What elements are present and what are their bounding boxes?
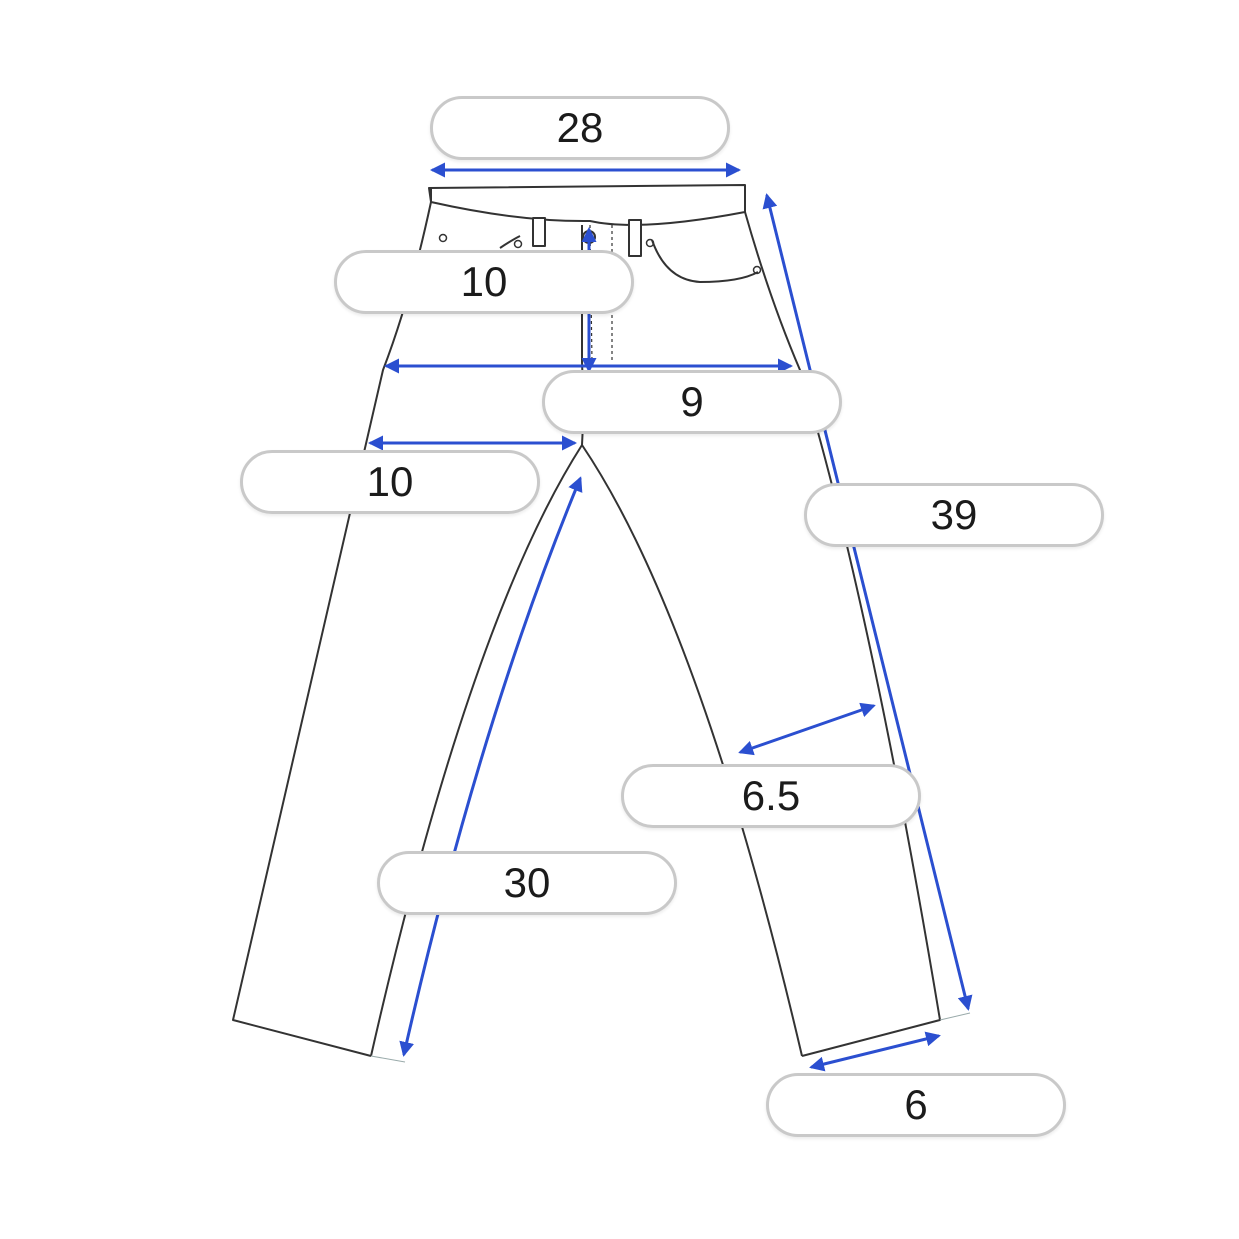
jeans-outline xyxy=(232,184,971,1063)
waist-label: 28 xyxy=(430,96,730,160)
leg-opening-label: 6 xyxy=(766,1073,1066,1137)
knee-arrow xyxy=(738,702,876,756)
knee-label: 6.5 xyxy=(621,764,921,828)
hip-label: 9 xyxy=(542,370,842,434)
outseam-arrow xyxy=(762,193,973,1011)
front-rise-label: 10 xyxy=(334,250,634,314)
thigh-label: 10 xyxy=(240,450,540,514)
inseam-arrow xyxy=(399,476,583,1057)
outseam-label: 39 xyxy=(804,483,1104,547)
inseam-label: 30 xyxy=(377,851,677,915)
leg-opening-arrow xyxy=(809,1031,941,1072)
